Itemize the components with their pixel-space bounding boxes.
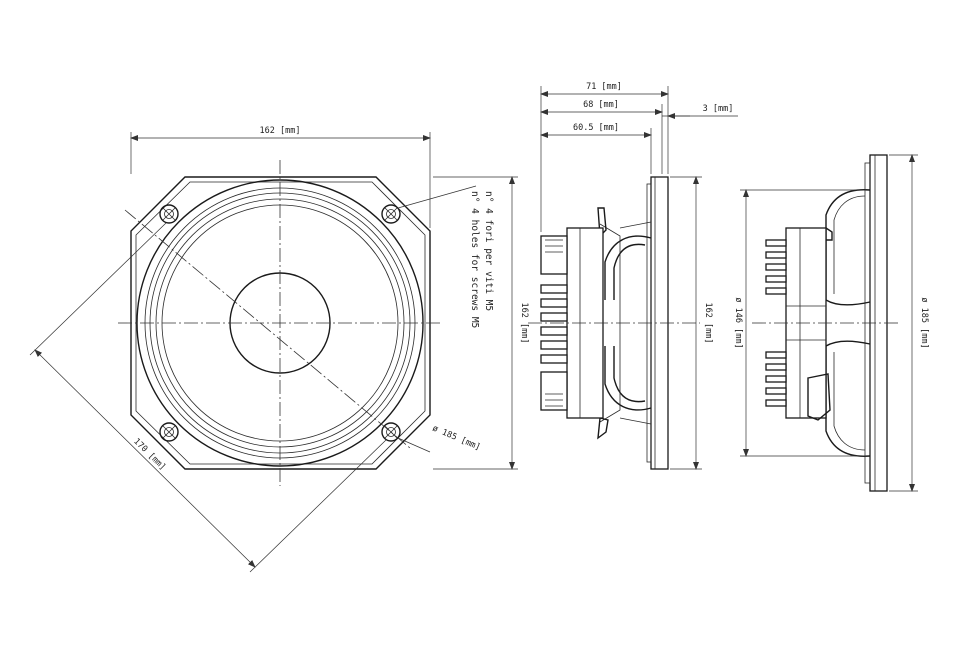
front-width-label: 162 [mm] (260, 126, 301, 136)
section-outer-label: ø 185 [mm] (919, 297, 929, 348)
bottom-terminal (597, 417, 609, 440)
screw-hole-top-left (159, 204, 179, 224)
lower-cone-section (825, 340, 871, 457)
side-height-label: 162 [mm] (703, 303, 713, 344)
screw-hole-top-right (381, 204, 401, 224)
frame-inner (135, 181, 426, 465)
holes-note-it: n° 4 fori per viti M5 (483, 191, 494, 311)
basket-arm-top (604, 235, 652, 300)
section-inner-label: ø 146 [mm] (733, 297, 743, 348)
flange-3-label: 3 [mm] (703, 104, 734, 114)
diameter-leader (397, 437, 431, 453)
front-height-label: 162 [mm] (519, 303, 529, 344)
cooling-fins (540, 235, 568, 411)
front-view: 162 [mm] 162 [mm] 170 [mm] ø 185 [mm] n°… (29, 126, 529, 573)
holes-note-leader (397, 185, 477, 209)
holes-note-en: n° 4 holes for screws M5 (469, 191, 480, 328)
upper-cone-section (825, 189, 871, 306)
basket-arm-bottom (604, 346, 652, 411)
screw-hole-bottom-left (159, 422, 179, 442)
depth-71-label: 71 [mm] (586, 82, 622, 92)
section-terminal-bottom (807, 373, 831, 421)
screw-hole-bottom-right (381, 422, 401, 442)
frame-outline (130, 176, 431, 470)
front-diagonal-dim (34, 349, 256, 568)
section-terminal-top (825, 227, 833, 241)
top-terminal (597, 207, 607, 238)
front-diagonal-label: 170 [mm] (131, 437, 167, 473)
front-centerline-diag (124, 209, 411, 449)
depth-60-label: 60.5 [mm] (573, 123, 619, 133)
section-fins (765, 239, 787, 407)
side-view: 71 [mm] 68 [mm] 60.5 [mm] 3 [mm] 162 [mm… (528, 82, 738, 470)
section-view: ø 146 [mm] ø 185 [mm] (733, 154, 929, 492)
front-diameter-label: ø 185 [mm] (431, 424, 482, 453)
depth-68-label: 68 [mm] (583, 100, 619, 110)
